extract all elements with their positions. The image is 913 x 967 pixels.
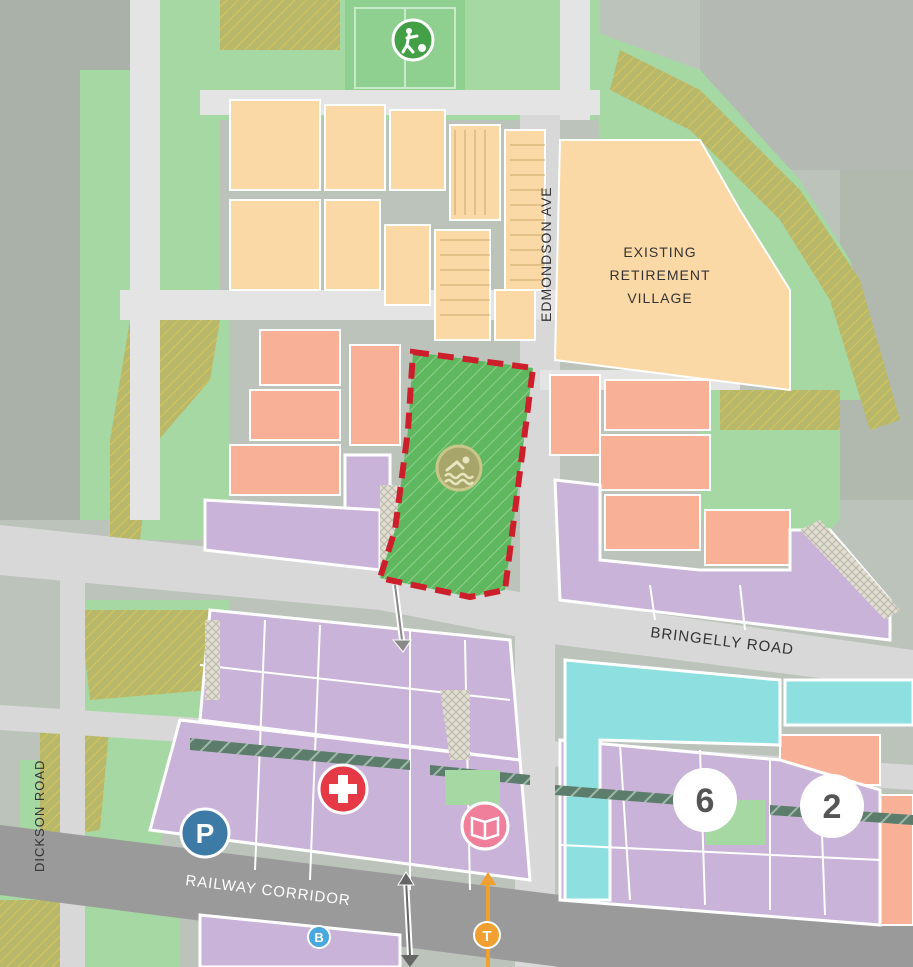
svg-text:RETIREMENT: RETIREMENT	[610, 267, 711, 283]
svg-text:EXISTING: EXISTING	[623, 244, 696, 260]
marker-6: 6	[673, 768, 737, 832]
marker-2: 2	[800, 774, 864, 838]
soccer-icon	[391, 18, 435, 62]
svg-text:2: 2	[823, 788, 842, 826]
medium-density-blocks	[229, 329, 913, 926]
swimming-icon	[435, 444, 483, 492]
pocket-park	[445, 770, 500, 805]
dickson-road-label: DICKSON ROAD	[32, 760, 47, 872]
library-icon	[460, 801, 510, 851]
terrace-lots	[440, 130, 545, 316]
bus-icon: B	[307, 925, 331, 949]
edmondson-ave-label: EDMONDSON AVE	[538, 186, 554, 322]
svg-text:VILLAGE: VILLAGE	[627, 290, 692, 306]
parking-icon: P	[179, 807, 231, 859]
sports-field	[345, 0, 465, 95]
residential-blocks	[229, 99, 791, 392]
svg-text:T: T	[482, 928, 491, 945]
hospital-icon	[317, 763, 369, 815]
svg-text:P: P	[196, 818, 215, 849]
mixed-use-blocks	[148, 453, 892, 967]
existing-retirement-village-label: EXISTING RETIREMENT VILLAGE	[610, 244, 711, 306]
pedestrian-links	[205, 485, 900, 760]
svg-text:B: B	[314, 930, 323, 945]
svg-text:6: 6	[696, 782, 715, 820]
train-icon: T	[473, 921, 501, 949]
